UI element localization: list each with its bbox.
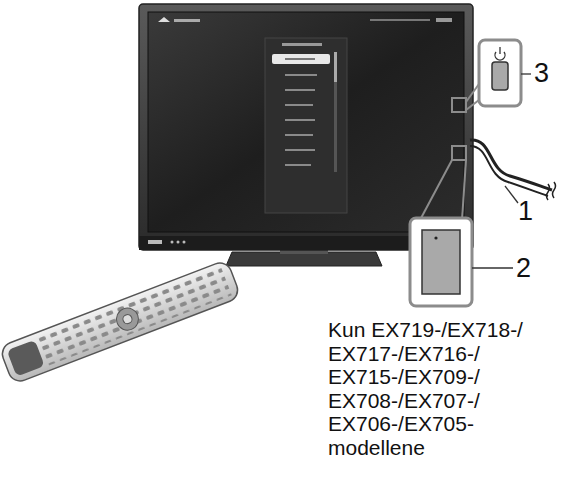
callout-number: 1	[518, 196, 533, 226]
callout-number: 2	[516, 253, 531, 283]
callout-number: 3	[534, 58, 549, 88]
model-note: Kun EX719-/EX718-/ EX717-/EX716-/ EX715-…	[328, 318, 568, 459]
